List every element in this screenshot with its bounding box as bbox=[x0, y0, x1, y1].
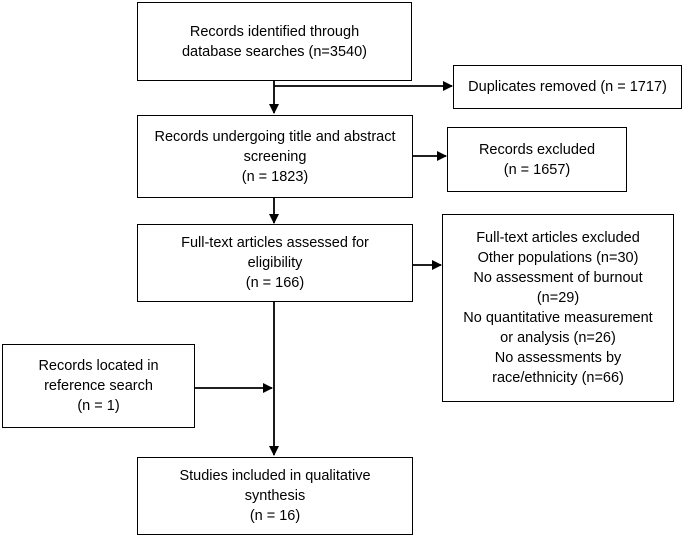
screening-box: Records undergoing title and abstract sc… bbox=[137, 115, 413, 198]
studies-included-box: Studies included in qualitative synthesi… bbox=[137, 457, 413, 535]
duplicates-removed-line-1: Duplicates removed (n = 1717) bbox=[468, 79, 667, 95]
fulltext-assessed-line-2: eligibility bbox=[247, 255, 303, 271]
fulltext-excluded-line-7: No assessments by bbox=[494, 350, 622, 366]
fulltext-excluded-box: Full-text articles excluded Other popula… bbox=[442, 214, 674, 402]
fulltext-excluded-line-3: No assessment of burnout bbox=[473, 270, 643, 286]
fulltext-excluded-line-2: Other populations (n=30) bbox=[477, 250, 639, 266]
studies-included-line-1: Studies included in qualitative bbox=[179, 468, 371, 484]
screening-line-3: (n = 1823) bbox=[241, 168, 309, 185]
screening-line-2: screening bbox=[243, 148, 307, 165]
fulltext-excluded-line-8: race/ethnicity (n=66) bbox=[492, 370, 624, 386]
fulltext-excluded-line-4: (n=29) bbox=[536, 290, 580, 306]
fulltext-assessed-box: Full-text articles assessed for eligibil… bbox=[137, 224, 413, 302]
fulltext-excluded-line-1: Full-text articles excluded bbox=[476, 230, 640, 246]
duplicates-removed-box: Duplicates removed (n = 1717) bbox=[453, 65, 682, 109]
reference-search-line-2: reference search bbox=[44, 378, 153, 394]
reference-search-box: Records located in reference search (n =… bbox=[2, 344, 195, 428]
screening-line-1: Records undergoing title and abstract bbox=[154, 128, 396, 145]
reference-search-line-3: (n = 1) bbox=[77, 398, 120, 414]
records-identified-line-1: Records identified through bbox=[189, 23, 360, 40]
records-excluded-line-2: (n = 1657) bbox=[503, 161, 571, 178]
records-excluded-box: Records excluded (n = 1657) bbox=[447, 127, 627, 192]
reference-search-line-1: Records located in bbox=[38, 358, 159, 374]
records-identified-box: Records identified through database sear… bbox=[137, 2, 412, 81]
studies-included-line-2: synthesis bbox=[244, 488, 306, 504]
fulltext-excluded-line-6: or analysis (n=26) bbox=[500, 330, 616, 346]
studies-included-line-3: (n = 16) bbox=[249, 508, 301, 524]
records-identified-line-2: database searches (n=3540) bbox=[181, 43, 367, 60]
fulltext-excluded-line-5: No quantitative measurement bbox=[463, 310, 653, 326]
fulltext-assessed-line-1: Full-text articles assessed for bbox=[181, 235, 369, 251]
fulltext-assessed-line-3: (n = 166) bbox=[245, 275, 305, 291]
records-excluded-line-1: Records excluded bbox=[478, 141, 596, 158]
